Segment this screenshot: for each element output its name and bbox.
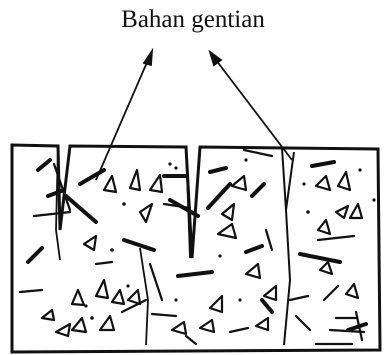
crack-middle — [185, 146, 201, 259]
concrete-outline — [10, 143, 382, 354]
crack-lower-middle — [139, 247, 149, 346]
arrow-right — [208, 49, 293, 161]
crack-right — [281, 147, 295, 346]
arrow-left — [95, 47, 154, 181]
sand-dots — [84, 158, 376, 320]
fiber-label: Bahan gentian — [121, 6, 265, 33]
thin-fibers — [18, 148, 366, 346]
aggregate-triangles — [40, 168, 364, 338]
